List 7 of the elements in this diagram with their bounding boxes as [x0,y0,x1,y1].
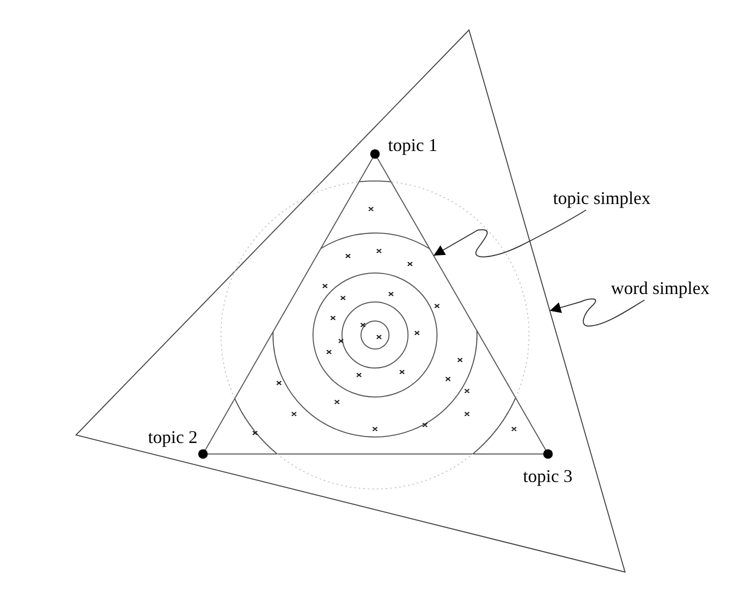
annotation-text: word simplex [611,278,710,298]
vertex-label: topic 2 [148,427,198,447]
leader-line [433,210,587,258]
vertex-label: topic 3 [523,466,572,486]
vertex-label: topic 1 [388,135,438,155]
annotation-text: topic simplex [553,188,650,208]
leader-line [549,298,645,326]
